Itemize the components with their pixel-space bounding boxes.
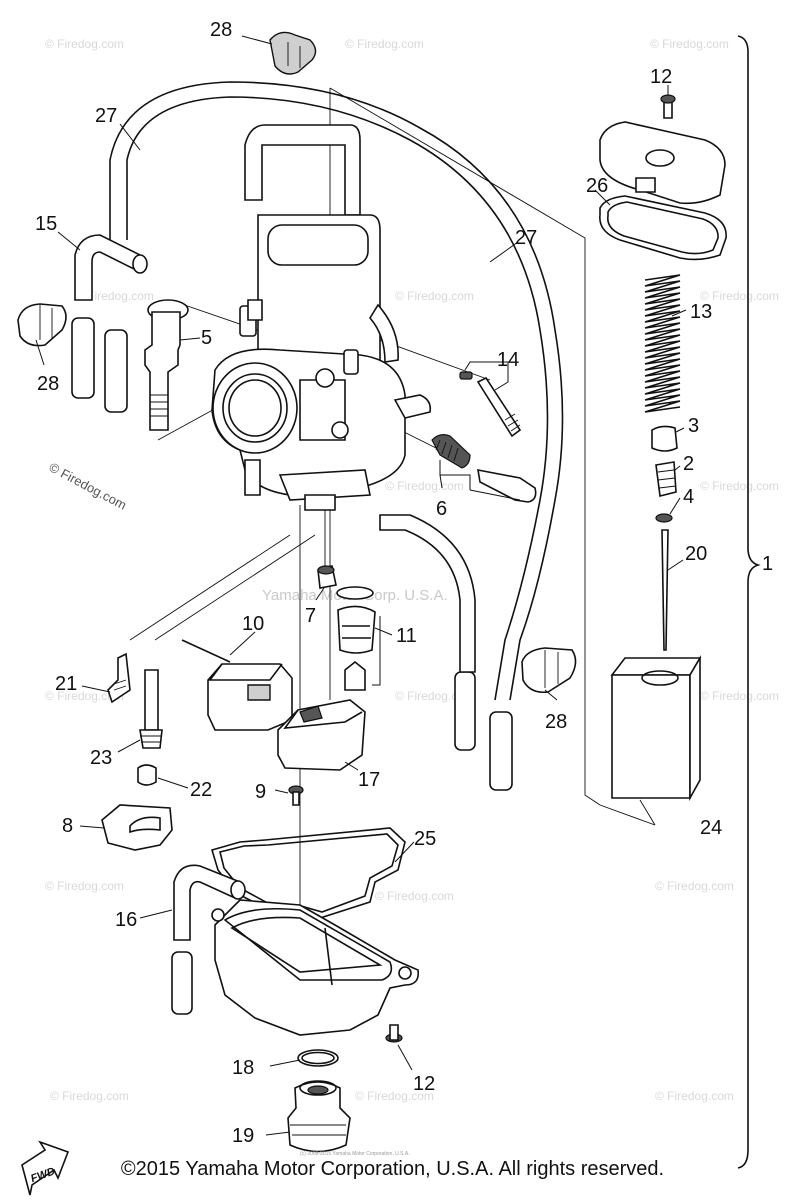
callout-9: 9 <box>255 781 266 803</box>
callout-numbers: 28 27 15 5 28 27 14 6 12 26 13 3 2 4 20 … <box>35 19 773 1147</box>
top-cover <box>599 94 727 261</box>
drain-plug-19 <box>287 1080 351 1153</box>
vent-hose-loop <box>109 81 564 791</box>
float-17 <box>277 699 366 771</box>
callout-21: 21 <box>55 673 77 695</box>
o-ring-18 <box>297 1049 339 1067</box>
callout-3: 3 <box>688 415 699 437</box>
watermark-tile: © Firedog.com <box>655 879 734 893</box>
watermark-tile: © Firedog.com <box>45 37 124 51</box>
callout-7: 7 <box>305 605 316 627</box>
callout-10: 10 <box>242 613 264 635</box>
callout-24: 24 <box>700 817 722 839</box>
throttle-stop-screw-6 <box>431 434 537 503</box>
watermark-tile: © Firedog.com <box>355 1089 434 1103</box>
watermark-tile: © Firedog.com <box>700 479 779 493</box>
watermark-tile: © Firedog.com <box>345 37 424 51</box>
watermark-tile: © Firedog.com <box>700 689 779 703</box>
watermark-tile: © Firedog.com <box>395 289 474 303</box>
callout-12: 12 <box>413 1073 435 1095</box>
watermark-tile: © Firedog.com <box>45 689 124 703</box>
callout-27: 27 <box>95 105 117 127</box>
watermark-tile: © Firedog.com <box>650 37 729 51</box>
callout-16: 16 <box>115 909 137 931</box>
jet-23 <box>139 669 163 749</box>
callout-13: 13 <box>690 301 712 323</box>
callout-28: 28 <box>37 373 59 395</box>
tiny-copyright-watermark: (c) 2009-2015 Yamaha Motor Corporation, … <box>300 1151 410 1157</box>
callout-28: 28 <box>545 711 567 733</box>
corner-watermark: © Firedog.com <box>47 459 129 512</box>
callout-28: 28 <box>210 19 232 41</box>
main-jet-parts <box>317 564 381 691</box>
hose-clip-28-top <box>269 31 317 75</box>
callout-25: 25 <box>414 828 436 850</box>
callout-5: 5 <box>201 327 212 349</box>
callout-23: 23 <box>90 747 112 769</box>
callout-12: 12 <box>650 66 672 88</box>
watermark-tile: © Firedog.com <box>75 289 154 303</box>
watermark-tile: © Firedog.com <box>375 889 454 903</box>
bracket-8 <box>101 804 173 851</box>
needle-stack <box>651 425 678 651</box>
callout-2: 2 <box>683 453 694 475</box>
callout-8: 8 <box>62 815 73 837</box>
callout-11: 11 <box>396 625 417 647</box>
carburetor-body <box>211 214 432 511</box>
hose-16 <box>171 864 246 1015</box>
jet-22 <box>137 764 157 786</box>
callout-22: 22 <box>190 779 212 801</box>
float-bowl <box>211 827 420 1036</box>
watermark-tile: © Firedog.com <box>45 879 124 893</box>
watermark-tile: © Firedog.com <box>395 689 474 703</box>
throttle-spring-13 <box>644 274 681 413</box>
callout-27: 27 <box>515 227 537 249</box>
callout-leaders <box>35 35 687 1136</box>
assembly-bracket <box>737 35 761 1169</box>
hose-15 <box>71 234 148 413</box>
float-10 <box>181 639 293 731</box>
callout-4: 4 <box>683 486 694 508</box>
callout-19: 19 <box>232 1125 254 1147</box>
callout-26: 26 <box>586 175 608 197</box>
screw-12-lower <box>385 1024 403 1043</box>
callout-18: 18 <box>232 1057 254 1079</box>
starter-plunger-5 <box>144 299 189 431</box>
watermark-tile: © Firedog.com <box>385 479 464 493</box>
callout-15: 15 <box>35 213 57 235</box>
throttle-valve-24 <box>610 655 702 802</box>
watermark-tile: © Firedog.com <box>700 289 779 303</box>
watermark-tile: © Firedog.com <box>50 1089 129 1103</box>
watermark-tile: © Firedog.com <box>655 1089 734 1103</box>
callout-17: 17 <box>358 769 380 791</box>
copyright-notice: ©2015 Yamaha Motor Corporation, U.S.A. A… <box>120 1158 665 1180</box>
callout-6: 6 <box>436 498 447 520</box>
pilot-screw-14 <box>459 371 522 438</box>
screw-9 <box>288 785 304 806</box>
callout-1: 1 <box>762 553 773 575</box>
callout-14: 14 <box>497 349 519 371</box>
jet-21 <box>107 652 131 704</box>
hose-clip-28-left <box>17 303 67 347</box>
hose-clip-28-right <box>521 647 577 694</box>
callout-20: 20 <box>685 543 707 565</box>
